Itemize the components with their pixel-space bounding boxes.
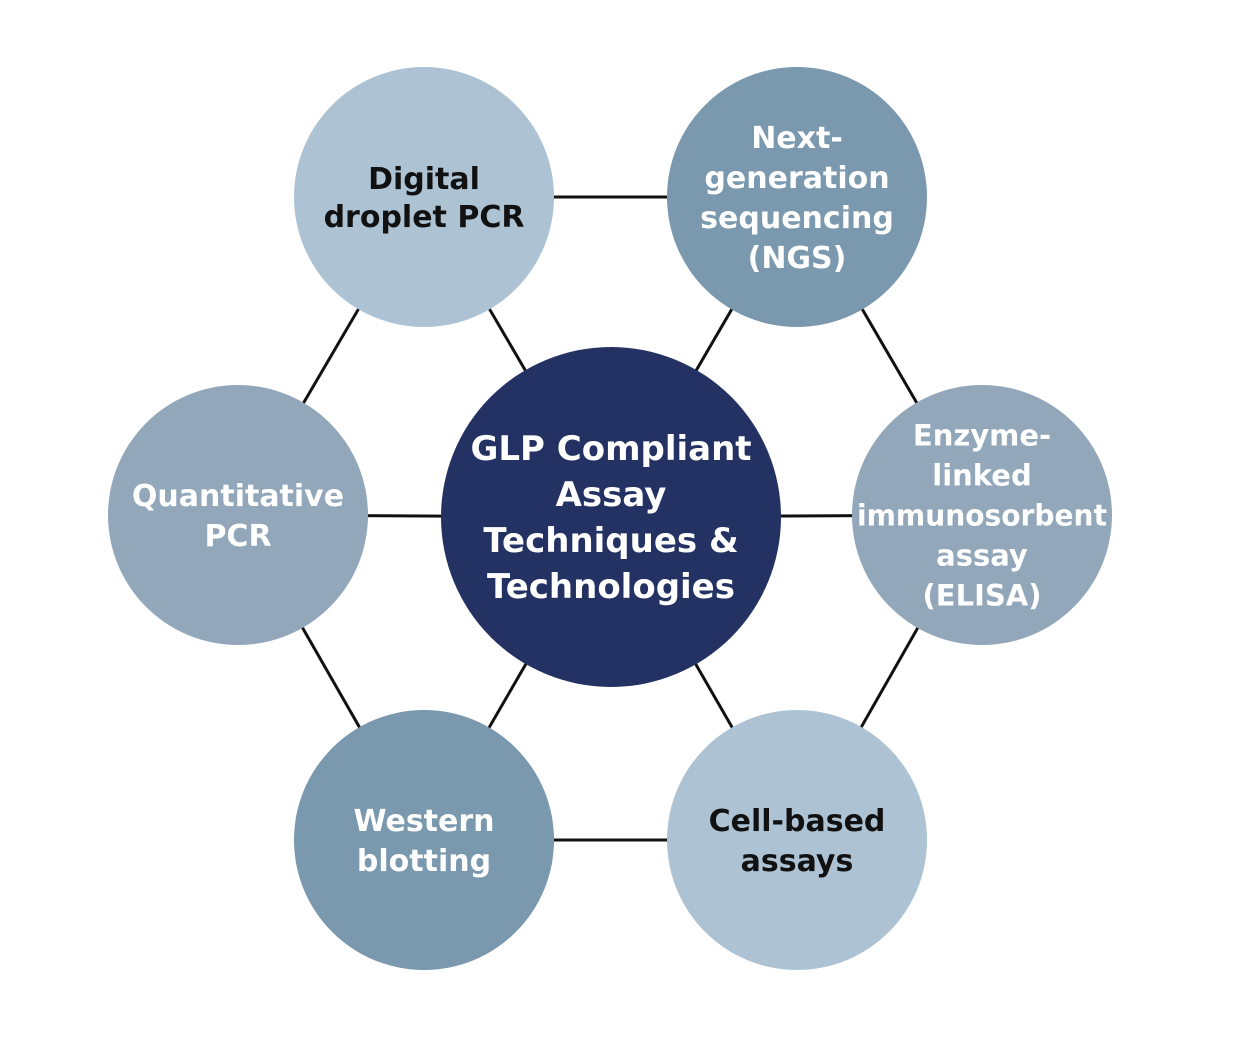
node-circle — [852, 385, 1112, 645]
node-next-generation-sequencing: Next-generation sequencing (NGS) — [667, 67, 927, 327]
node-cell-based-assays: Cell-based assays — [667, 710, 927, 970]
node-circle — [667, 67, 927, 327]
node-label-line: Western — [353, 804, 494, 839]
node-label-line: assay — [936, 538, 1028, 572]
node-label-line: Digital — [368, 162, 480, 197]
node-label-line: PCR — [204, 519, 271, 554]
center-label-line: Assay — [556, 475, 667, 515]
node-label-line: generation — [704, 161, 889, 196]
node-circle — [108, 385, 368, 645]
node-label-line: droplet PCR — [324, 200, 525, 235]
node-label-line: sequencing — [700, 201, 894, 236]
node-label-line: (NGS) — [748, 241, 847, 276]
node-circle — [667, 710, 927, 970]
center-label-line: GLP Compliant — [470, 429, 751, 469]
center-label-line: Techniques & — [483, 521, 738, 561]
node-western-blotting: Western blotting — [294, 710, 554, 970]
node-label-line: immunosorbent — [857, 498, 1107, 532]
node-label-line: Enzyme- — [913, 418, 1051, 452]
center-label-line: Technologies — [487, 567, 735, 607]
node-label-line: Quantitative — [132, 479, 344, 514]
node-circle — [294, 67, 554, 327]
node-circle — [294, 710, 554, 970]
node-label-line: blotting — [357, 844, 491, 879]
node-label-line: assays — [741, 844, 854, 879]
node-label-line: Next- — [751, 121, 843, 156]
node-label-line: Cell-based — [709, 804, 886, 839]
node-elisa: Enzyme-linked immunosorbent assay (ELISA) — [852, 385, 1112, 645]
node-label-line: linked — [932, 458, 1031, 492]
center-circle — [441, 347, 781, 687]
node-label-line: (ELISA) — [923, 578, 1042, 612]
